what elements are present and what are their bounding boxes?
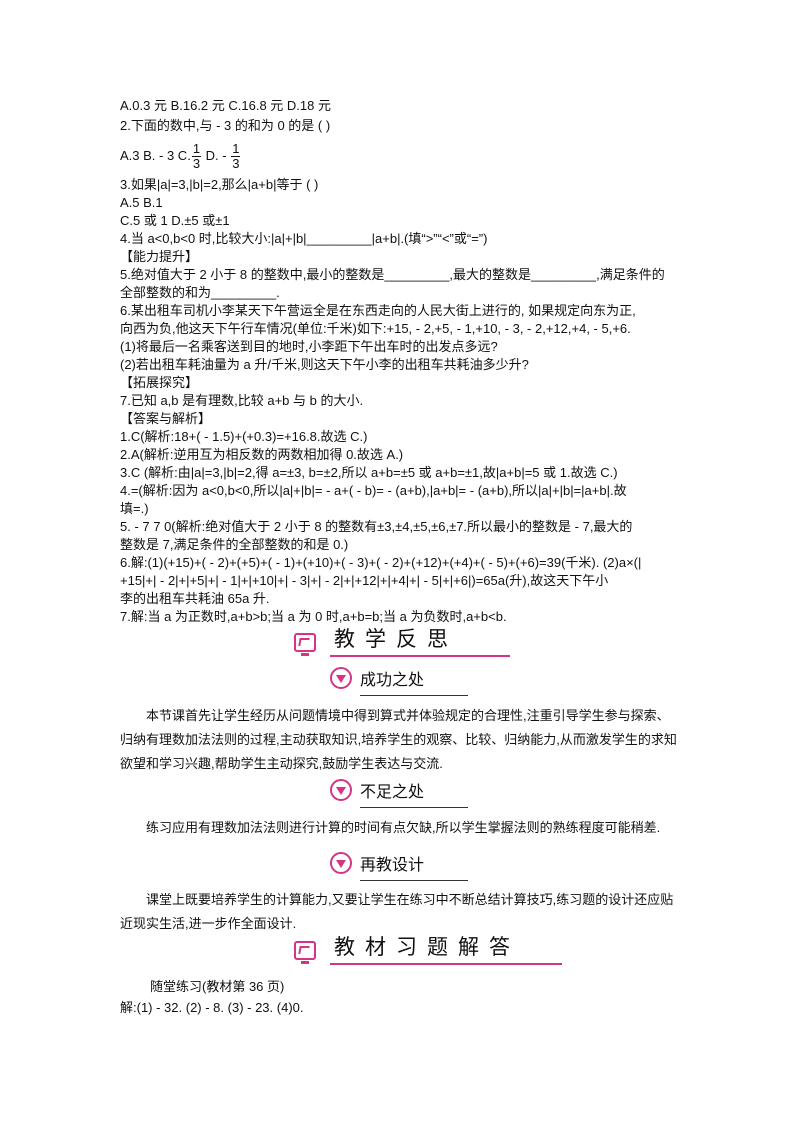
subheading-title: 再教设计: [360, 857, 425, 874]
q6-line1: 6.某出租车司机小李某天下午营运全是在东西走向的人民大街上进行的, 如果规定向东…: [120, 303, 636, 318]
q5-line1: 5.绝对值大于 2 小于 8 的整数中,最小的整数是_________,最大的整…: [120, 267, 665, 282]
answer-3: 3.C (解析:由|a|=3,|b|=2,得 a=±3, b=±2,所以 a+b…: [120, 465, 618, 480]
banner-underline: [330, 963, 562, 965]
shortage-paragraph: 练习应用有理数加法法则进行计算的时间有点欠缺,所以学生掌握法则的熟练程度可能稍差…: [146, 820, 661, 835]
q2-stem: 2.下面的数中,与 - 3 的和为 0 的是 ( ): [120, 118, 331, 133]
banner-title: 教学反思: [334, 627, 458, 651]
answer-5-line1: 5. - 7 7 0(解析:绝对值大于 2 小于 8 的整数有±3,±4,±5,…: [120, 519, 633, 534]
q6-part1: (1)将最后一名乘客送到目的地时,小李距下午出车时的出发点多远?: [120, 339, 498, 354]
subheading-title: 不足之处: [360, 784, 425, 801]
heading-answers: 【答案与解析】: [120, 411, 212, 426]
heading-extend: 【拓展探究】: [120, 375, 199, 390]
q3-stem: 3.如果|a|=3,|b|=2,那么|a+b|等于 ( ): [120, 177, 319, 192]
answer-4-line1: 4.=(解析:因为 a<0,b<0,所以|a|+|b|= - a+( - b)=…: [120, 483, 627, 498]
redesign-subheading: 再教设计: [330, 851, 468, 881]
shortage-subheading: 不足之处: [330, 778, 468, 808]
answer-2: 2.A(解析:逆用互为相反数的两数相加得 0.故选 A.): [120, 447, 404, 462]
banner-title: 教材习题解答: [334, 935, 520, 959]
success-paragraph: 本节课首先让学生经历从问题情境中得到算式并体验规定的合理性,注重引导学生参与探索…: [120, 708, 677, 771]
arrow-down-icon: [330, 779, 352, 801]
subheading-title: 成功之处: [360, 672, 425, 689]
banner-underline: [330, 655, 510, 657]
teaching-reflection-banner: 教学反思: [294, 626, 510, 657]
subheading-underline: [360, 695, 468, 696]
heading-ability: 【能力提升】: [120, 249, 199, 264]
q2-option-d-label: D. -: [202, 148, 231, 163]
q7-stem: 7.已知 a,b 是有理数,比较 a+b 与 b 的大小.: [120, 393, 364, 408]
answer-4-line2: 填=.): [120, 501, 149, 516]
q3-options-ab: A.5 B.1: [120, 195, 163, 210]
subheading-underline: [360, 880, 468, 881]
answer-6-line3: 李的出租车共耗油 65a 升.: [120, 591, 270, 606]
success-subheading: 成功之处: [330, 666, 468, 696]
practice-answer: 解:(1) - 32. (2) - 8. (3) - 23. (4)0.: [120, 1000, 304, 1015]
practice-heading: 随堂练习(教材第 36 页): [150, 979, 285, 994]
answer-1: 1.C(解析:18+( - 1.5)+(+0.3)=+16.8.故选 C.): [120, 429, 368, 444]
monitor-icon: [294, 941, 316, 964]
q3-options-cd: C.5 或 1 D.±5 或±1: [120, 213, 230, 228]
answer-6-line2: +15|+| - 2|+|+5|+| - 1|+|+10|+| - 3|+| -…: [120, 573, 609, 588]
arrow-down-icon: [330, 852, 352, 874]
q2-options-ab: A.3 B. - 3 C.: [120, 148, 191, 163]
q6-line2: 向西为负,他这天下午行车情况(单位:千米)如下:+15, - 2,+5, - 1…: [120, 321, 631, 336]
q5-line2: 全部整数的和为_________.: [120, 285, 280, 300]
q4-stem: 4.当 a<0,b<0 时,比较大小:|a|+|b|_________|a+b|…: [120, 231, 488, 246]
redesign-paragraph: 课堂上既要培养学生的计算能力,又要让学生在练习中不断总结计算技巧,练习题的设计还…: [120, 892, 674, 931]
answer-6-line1: 6.解:(1)(+15)+( - 2)+(+5)+( - 1)+(+10)+( …: [120, 555, 642, 570]
answer-5-line2: 整数是 7,满足条件的全部整数的和是 0.): [120, 537, 349, 552]
q6-part2: (2)若出租车耗油量为 a 升/千米,则这天下午小李的出租车共耗油多少升?: [120, 357, 529, 372]
arrow-down-icon: [330, 667, 352, 689]
textbook-answers-banner: 教材习题解答: [294, 934, 562, 965]
monitor-icon: [294, 633, 316, 656]
subheading-underline: [360, 807, 468, 808]
q1-options: A.0.3 元 B.16.2 元 C.16.8 元 D.18 元: [120, 98, 331, 113]
answer-7: 7.解:当 a 为正数时,a+b>b;当 a 为 0 时,a+b=b;当 a 为…: [120, 609, 507, 624]
